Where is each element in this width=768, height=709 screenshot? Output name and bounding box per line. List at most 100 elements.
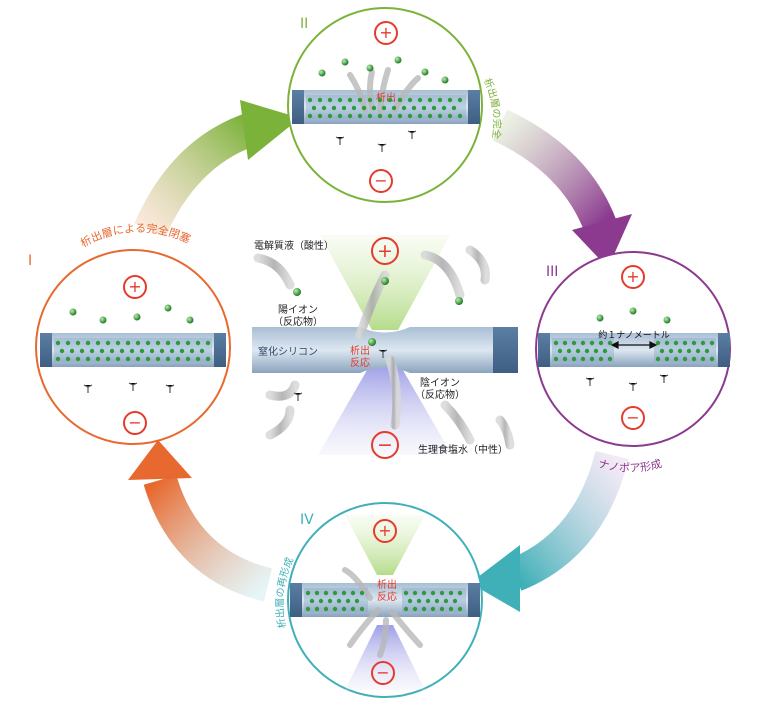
stage-ii-embedded-ion [351,105,357,111]
stage-i-embedded-ion [85,356,91,362]
stage-i-embedded-ion [75,340,81,346]
stage-iii-embedded-ion [593,348,599,354]
stage-iv-embedded-ion [323,606,329,612]
stage-ii-embedded-ion [317,97,323,103]
stage-iii-embedded-ion [686,348,692,354]
stage-iv-embedded-ion [314,590,320,596]
stage-iv-embedded-ion [443,598,449,604]
stage-ii-embedded-ion [317,113,323,119]
center-minus-electrode: − [371,431,399,459]
stage-ii-embedded-ion [331,105,337,111]
stage-iv-embedded-ion [305,606,311,612]
stage-i-embedded-ion [125,340,131,346]
stage-i-embedded-ion [159,348,165,354]
stage-ii-embedded-ion [397,113,403,119]
stage-i-embedded-ion [165,356,171,362]
stage-iv-embedded-ion [416,598,422,604]
stage-iii-embedded-ion [695,348,701,354]
stage-iii-plus-symbol: + [626,267,639,286]
stage-iv-plus-symbol: + [378,521,391,540]
stage-i-cations [69,304,194,324]
stage-iv-embedded-ion [452,598,458,604]
stage-i-embedded-ion [175,340,181,346]
center-membrane-label: 窒化シリコン [258,345,318,358]
stage-ii-minus-symbol: − [374,171,387,190]
stage-iv-embedded-ion [439,590,445,596]
stage-iv-embedded-ion [350,606,356,612]
stage-iv-reaction-line1: 析出 [377,578,397,591]
stage-ii-embedded-ion [437,113,443,119]
stage-i-embedded-ion [95,340,101,346]
stage-ii-caption: 析出層の完全 [481,76,504,140]
stage-iv-embedded-ion [403,590,409,596]
stage-iii: ナノポア形成 III + − 約１ナノメートル [535,251,731,475]
stage-iv-plus-electrode: + [373,519,397,543]
stage-ii: 析出層の完全 II + − 析出 [287,7,504,203]
stage-i-embedded-ion [109,348,115,354]
stage-iv-embedded-ion [323,590,329,596]
stage-i-embedded-ion [99,348,105,354]
stage-ii-embedded-ion [417,97,423,103]
stage-i-embedded-ion [179,348,185,354]
arrow-iii-to-iv [508,450,629,591]
stage-iii-pore-width-arrow [610,341,658,349]
center-electrolyte-label: 電解質液（酸性） [254,239,334,252]
stage-i-embedded-ion [185,340,191,346]
stage-ii-embedded-ion [367,97,373,103]
stage-ii-embedded-ion [347,113,353,119]
stage-i-embedded-ion [199,348,205,354]
stage-ii-embedded-ion [437,97,443,103]
center-streaks [253,245,515,450]
stage-iv-embedded-ion [457,606,463,612]
stage-iv-embedded-ion [336,598,342,604]
stage-iii-embedded-ion [704,348,710,354]
stage-iii-embedded-ion [668,348,674,354]
stage-ii-embedded-ion [337,97,343,103]
stage-ii-embedded-ion [307,113,313,119]
stage-iv-embedded-ion [332,606,338,612]
stage-i-embedded-ion [115,340,121,346]
stage-i-embedded-ion [165,340,171,346]
stage-iv-embedded-ion [448,590,454,596]
stage-ii-anions [335,130,417,152]
stage-i-embedded-ion [55,340,61,346]
center-cation-label-2: （反応物） [273,315,323,328]
stage-i-embedded-ion [145,340,151,346]
stage-i-embedded-ion [195,356,201,362]
membrane-ion-dots [55,97,715,612]
stage-iii-embedded-ion [589,340,595,346]
stage-i-embedded-ion [205,356,211,362]
stage-iii-embedded-ion [580,340,586,346]
stage-iv: 析出層の再形成 IV + − 析出 反応 [273,502,483,698]
stage-iii-embedded-ion [682,340,688,346]
stage-ii-embedded-ion [337,113,343,119]
stage-iii-embedded-ion [607,356,613,362]
stage-iv-embedded-ion [354,598,360,604]
stage-iv-blue-cone [345,625,425,690]
stage-i-minus-symbol: − [128,413,141,432]
stage-i-embedded-ion [185,356,191,362]
stage-i-embedded-ion [69,348,75,354]
stage-i-embedded-ion [195,340,201,346]
arrow-i-to-ii-head [240,100,300,160]
stage-i-embedded-ion [85,340,91,346]
stage-ii-embedded-ion [307,97,313,103]
center-reaction-line2: 反応 [350,356,370,369]
stage-iii-embedded-ion [655,356,661,362]
stage-iv-embedded-ion [407,598,413,604]
stage-iv-embedded-ion [332,590,338,596]
stage-iii-minus-symbol: − [626,408,639,427]
stage-ii-embedded-ion [341,105,347,111]
stage-i-embedded-ion [105,340,111,346]
stage-iii-embedded-ion [580,356,586,362]
center-anions [293,349,388,401]
stage-iii-embedded-ion [673,340,679,346]
stage-ii-embedded-ion [347,97,353,103]
stage-iii-membrane [538,333,730,367]
stage-iv-embedded-ion [359,606,365,612]
stage-iv-embedded-ion [448,606,454,612]
arrow-ii-to-iii [492,109,616,232]
stage-iii-embedded-ion [584,348,590,354]
stage-ii-plus-electrode: + [374,21,398,45]
